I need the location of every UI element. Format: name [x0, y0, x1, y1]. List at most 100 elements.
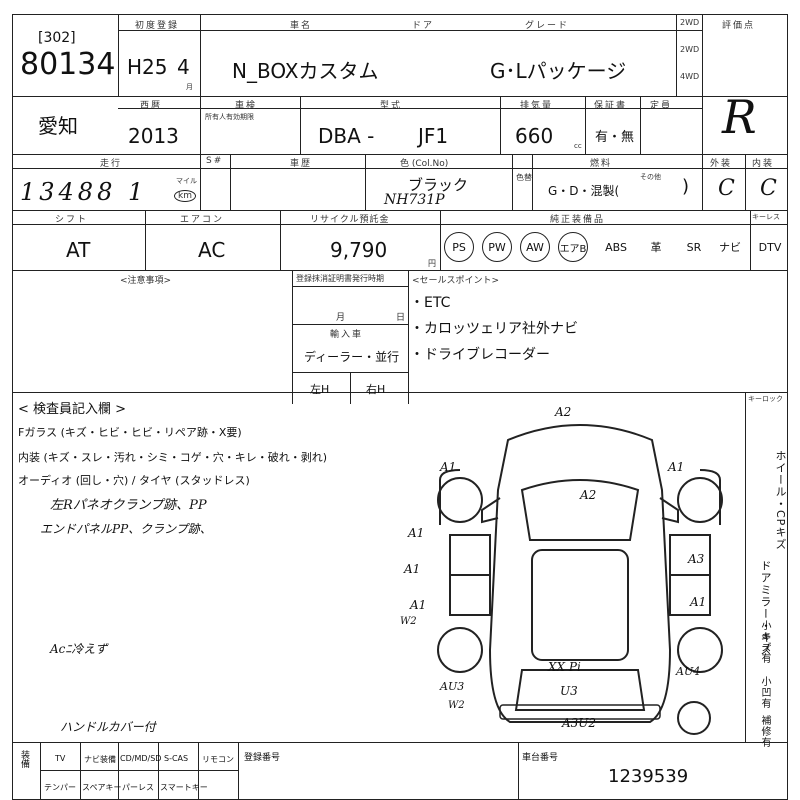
vline: [280, 210, 281, 270]
exterior-grade: C: [718, 176, 735, 201]
color-label: 色 (Col.No): [400, 159, 449, 169]
side-note-3: 小キズ有: [759, 620, 770, 664]
row1-divider: [12, 96, 788, 97]
grade-label: グレード: [525, 21, 570, 31]
exterior-label: 外装: [710, 159, 733, 169]
capacity-label: 定員: [650, 101, 673, 111]
sales-point-2: ・カロッツェリア社外ナビ: [410, 321, 578, 337]
interior-label: 内装: [752, 159, 775, 169]
vline: [200, 154, 201, 210]
chassis-number: 1239539: [608, 766, 689, 787]
drive-2wd: 2WD: [680, 45, 700, 54]
vehicle-diagram: [437, 424, 723, 723]
equip-pw: PW: [482, 232, 512, 262]
color-name: ブラック: [408, 176, 469, 194]
shift-label: シフト: [55, 215, 89, 225]
car-name: N_BOXカスタム: [232, 59, 379, 83]
vline: [408, 270, 409, 404]
spare-wheel-icon: [677, 701, 711, 735]
footer-chassis-label: 車台番号: [522, 753, 559, 763]
sales-points-label: <セールスポイント>: [412, 276, 500, 286]
fuel-label: 燃料: [590, 159, 613, 169]
footer-col1: 装備: [19, 750, 29, 768]
model-type-label: 型式: [380, 101, 403, 111]
footer-spare: スペアキー: [82, 783, 122, 792]
mileage-unit-km: km: [174, 190, 196, 202]
footer-divider: [12, 742, 788, 743]
model-year: H25: [127, 55, 168, 79]
reg-month: 月: [336, 313, 348, 323]
vline: [365, 154, 366, 210]
hline: [12, 224, 788, 225]
fuel-options: G・D・混製(: [548, 184, 620, 198]
car-name-label: 車名: [290, 21, 313, 31]
vline: [750, 210, 751, 270]
sales-point-3: ・ドライブレコーダー: [410, 347, 550, 363]
equip-aw: AW: [520, 232, 550, 262]
import-value: ディーラー・並行: [304, 350, 400, 364]
import-label: 輸入車: [330, 330, 364, 340]
vline: [145, 210, 146, 270]
keyless-label: キーレス: [752, 213, 780, 221]
vline: [745, 154, 746, 210]
vline: [40, 742, 41, 800]
inspection-label: 車検: [235, 101, 258, 111]
damage-right-rear: A3: [688, 552, 705, 566]
displacement: 660: [515, 124, 554, 148]
equipment-label: 純正装備品: [550, 215, 606, 225]
vline: [350, 372, 351, 404]
hline: [292, 324, 408, 325]
row4-divider: [12, 270, 788, 271]
drive-2wd: 2WD: [680, 18, 700, 27]
evaluation-label: 評価点: [722, 21, 756, 31]
mileage-unit-miles: マイル: [176, 177, 197, 185]
grade: G･Lパッケージ: [490, 59, 627, 83]
door-label: ドア: [412, 21, 435, 31]
fuel-other: その他: [640, 173, 661, 181]
vline: [518, 742, 519, 800]
side-note-1: ホイール・CPキズ: [774, 450, 787, 551]
inspection-line-1: Fガラス (キズ・ヒビ・ヒビ・リペア跡・X要): [18, 426, 242, 439]
recycle-fee: 9,790: [330, 238, 388, 262]
vline: [118, 14, 119, 96]
vline: [702, 154, 703, 210]
mileage-label: 走行: [100, 159, 123, 169]
vline: [198, 742, 199, 800]
hline: [292, 286, 408, 287]
equip-sunroof: SR: [686, 240, 702, 254]
model-prefix: DBA -: [318, 124, 375, 148]
drive-4wd: 4WD: [680, 72, 700, 81]
handle-left: 左H: [310, 383, 330, 396]
yen-unit: 円: [428, 259, 436, 268]
color-code: NH731P: [384, 192, 445, 208]
inspection-note: 所有人有効期限: [205, 113, 254, 121]
aircon-label: エアコン: [180, 215, 225, 225]
attention-label: <注意事項>: [120, 276, 172, 286]
vline: [238, 742, 239, 800]
equip-leather: 革: [650, 241, 662, 254]
vline: [532, 154, 533, 210]
footer-scas: S-CAS: [164, 754, 189, 763]
sno-label: S#: [206, 156, 224, 166]
vline: [200, 96, 201, 154]
equip-dtv: DTV: [758, 240, 782, 254]
vline: [230, 154, 231, 210]
footer-tapes: テンパー: [44, 783, 76, 792]
damage-rear-u3: U3: [560, 684, 578, 698]
handwritten-note-4: ハンドルカバー付: [60, 720, 156, 734]
row3-divider: [12, 210, 788, 211]
year-western-label: 西暦: [140, 101, 163, 111]
footer-tv: TV: [55, 754, 66, 763]
handwritten-note-2: エンドパネルPP、クランプ跡、: [40, 522, 212, 536]
vline: [300, 96, 301, 154]
lot-number: 80134: [20, 47, 116, 82]
warranty: 有・無: [595, 130, 635, 145]
damage-top: A2: [555, 405, 572, 419]
damage-left-rear-door-2: A1: [410, 598, 427, 612]
vline: [440, 210, 441, 270]
damage-rear-left: AU3: [440, 680, 465, 693]
handle-right: 右H: [366, 383, 386, 396]
reg-day: 日: [396, 313, 408, 323]
footer-remote: リモコン: [202, 755, 234, 764]
month-unit: 月: [186, 83, 195, 91]
